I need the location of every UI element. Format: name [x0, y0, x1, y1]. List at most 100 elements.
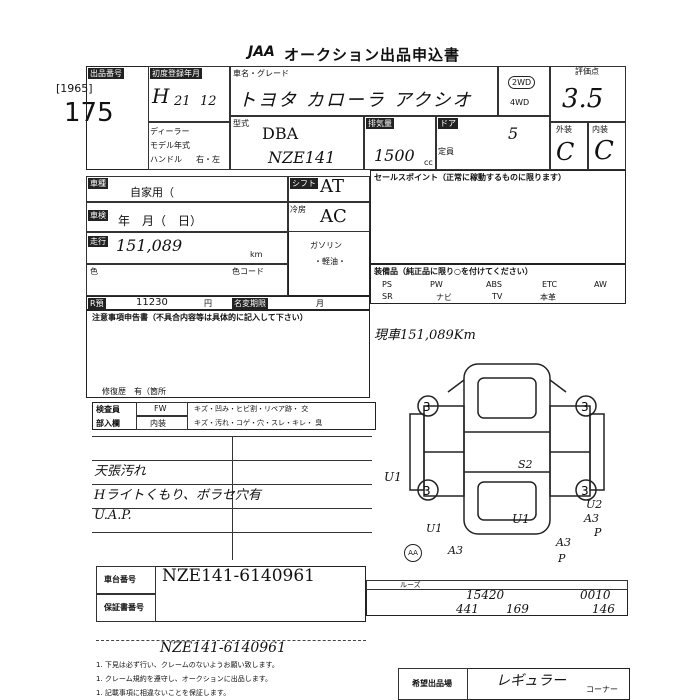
summary-header: ルーズ	[400, 581, 421, 589]
car-damage-diagram: 3 3 3 3	[409, 363, 605, 535]
label-equipment: 装備品（純正品に限り○を付けてください）	[374, 267, 533, 276]
mileage-value: 151,089	[116, 236, 183, 255]
registered-era: H	[152, 84, 170, 108]
label-model-year: モデル年式	[150, 141, 190, 150]
registered-year: 21	[174, 94, 191, 109]
equip-sr: SR	[382, 292, 393, 301]
car-name: トヨタ カローラ アクシオ	[238, 90, 473, 111]
equip-leather: 本革	[540, 293, 556, 302]
equip-aw: AW	[594, 280, 607, 289]
shift-value: AT	[320, 176, 345, 197]
fuel-options: ・軽油・	[314, 257, 346, 266]
footer-line-1: 1. 下見は必ず行い、クレームのないようお願い致します。	[96, 661, 279, 669]
label-ac: 冷房	[290, 205, 306, 214]
footer-line-3: 1. 記載事項に相違ないことを保証します。	[96, 689, 231, 697]
label-doors: ドア	[438, 118, 458, 129]
mark-u1-bottom: U1	[426, 522, 443, 535]
diagram-mark-4: 3	[581, 484, 589, 498]
label-mileage: 走行	[88, 236, 108, 247]
label-dealer: ディーラー	[150, 127, 190, 136]
model-code: NZE141	[268, 148, 336, 167]
equip-ps: PS	[382, 280, 392, 289]
logo: JAA	[248, 44, 275, 60]
drive-4wd: 4WD	[510, 98, 530, 107]
shaken-value: 年 月（ 日）	[118, 214, 203, 228]
equip-tv: TV	[492, 292, 503, 301]
label-warranty: 保証書番号	[104, 603, 144, 612]
label-name-change: 名変期限	[232, 298, 268, 309]
destination-corner: コーナー	[586, 685, 618, 694]
label-parts: 部入欄	[96, 419, 120, 428]
mark-u2: U2	[586, 498, 603, 511]
equip-pw: PW	[430, 280, 443, 289]
mileage-unit: km	[250, 250, 263, 259]
displacement-unit: cc	[424, 158, 433, 167]
form-title: オークション出品申込書	[284, 46, 461, 64]
summary-value-1: 15420	[466, 588, 505, 602]
summary-value-2: 0010	[580, 588, 611, 602]
label-color-code: 色コード	[232, 267, 264, 276]
mark-a3-right: A3	[584, 512, 599, 525]
ac-value: AC	[320, 206, 347, 227]
doors-value: 5	[508, 124, 519, 143]
mark-u1-center: U1	[512, 512, 530, 526]
label-model-grade: 車名・グレード	[233, 69, 289, 78]
label-interior: 外装	[556, 125, 572, 134]
mileage-note: 現車151,089Km	[374, 328, 476, 343]
label-repair: 修復歴 有（箇所	[102, 387, 166, 396]
note-line-1: 天張汚れ	[94, 464, 147, 479]
diagram-mark-3: 3	[423, 484, 431, 498]
model-prefix: DBA	[262, 124, 299, 143]
note-line-3: U.A.P.	[94, 508, 132, 523]
chassis-value: NZE141-6140961	[162, 566, 315, 586]
equip-etc: ETC	[542, 280, 558, 289]
displacement-value: 1500	[374, 146, 415, 165]
mark-p-rear: P	[558, 552, 566, 565]
usage-value: 自家用（	[130, 186, 174, 199]
mark-s2: S2	[518, 458, 533, 471]
diagram-brand-logo: AA	[404, 544, 422, 562]
label-displacement: 排気量	[366, 118, 394, 129]
equip-abs: ABS	[486, 280, 502, 289]
inspector-row2: キズ・汚れ・コゲ・穴・スレ・キレ・ 臭	[194, 419, 323, 427]
label-shaken: 車検	[88, 210, 108, 221]
label-fw: FW	[154, 404, 167, 413]
interior-grade: C	[556, 138, 575, 166]
label-notes: 注意事項申告書（不具合内容等は具体的に記入して下さい）	[92, 313, 308, 322]
label-usage: 車種	[88, 178, 108, 189]
sales-point-frame	[370, 170, 626, 264]
label-fuel: ガソリン	[310, 241, 342, 250]
exterior-grade: C	[594, 136, 614, 166]
label-sales-point: セールスポイント（正常に稼動するものに限ります）	[374, 173, 566, 182]
tag-number: [1965]	[56, 82, 93, 95]
label-evaluation: 評価点	[575, 67, 599, 76]
label-interior-row: 内装	[150, 419, 166, 428]
destination-value: レギュラー	[496, 673, 566, 689]
lot-number: 175	[64, 98, 114, 128]
summary-value-5: 146	[592, 602, 615, 616]
label-color: 色	[90, 267, 98, 276]
label-capacity: 定員	[438, 147, 454, 156]
diagram-mark-1: 3	[423, 400, 431, 414]
mark-a3-rear: A3	[556, 536, 571, 549]
mark-u1-left: U1	[384, 470, 402, 484]
inspector-table	[92, 402, 376, 430]
label-chassis: 車台番号	[104, 575, 136, 584]
label-inspector: 検査員	[96, 405, 120, 414]
summary-value-3: 441	[456, 602, 479, 616]
diagram-mark-2: 3	[581, 400, 589, 414]
label-registered: 初度登録年月	[150, 68, 202, 79]
inspector-row1: キズ・凹み・ヒビ割・リペア跡・ 交	[194, 405, 309, 413]
footer-line-2: 1. クレーム規約を遵守し、オークションに出品します。	[96, 675, 272, 683]
label-exterior: 内装	[592, 125, 608, 134]
registered-month: 12	[200, 94, 217, 109]
bottom-chassis: NZE141-6140961	[160, 640, 286, 656]
recycle-unit: 円	[204, 299, 212, 308]
mark-a3-bottom: A3	[448, 544, 463, 557]
label-handle: ハンドル	[150, 155, 182, 164]
evaluation-score: 3.5	[562, 84, 604, 114]
label-destination: 希望出品場	[412, 679, 452, 688]
handle-options: 右・左	[196, 155, 220, 164]
label-type: 型式	[233, 119, 249, 128]
notes-frame	[86, 310, 370, 398]
